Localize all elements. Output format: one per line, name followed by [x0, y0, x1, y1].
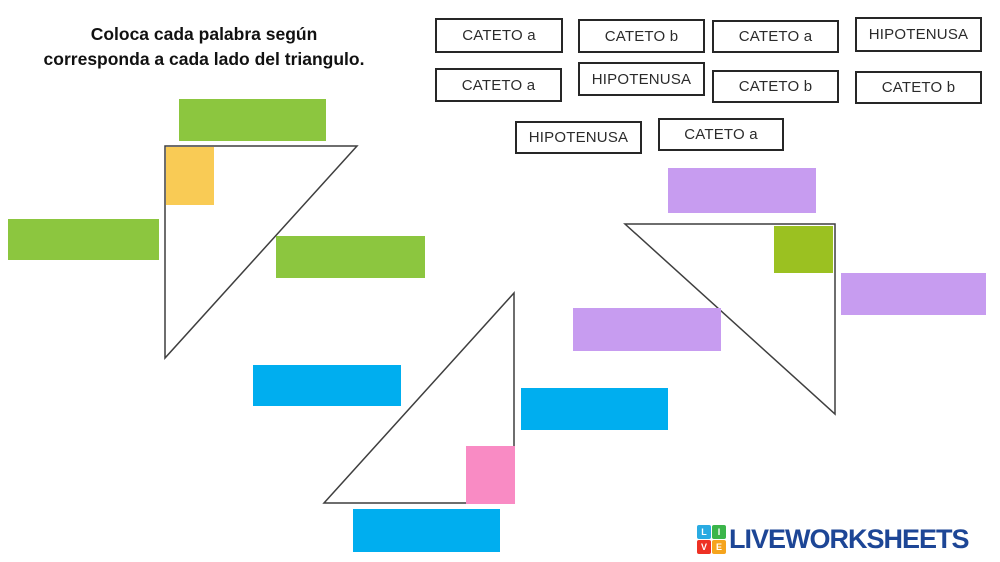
right-angle-marker-t3 — [774, 226, 833, 273]
drop-zone-t3-right[interactable] — [841, 273, 986, 315]
word-box-cateto-a-4[interactable]: CATETO a — [658, 118, 784, 151]
liveworksheets-logo[interactable]: L I V E LIVEWORKSHEETS — [697, 524, 970, 554]
word-box-cateto-a-1[interactable]: CATETO a — [435, 18, 563, 53]
drop-zone-t1-left[interactable] — [8, 219, 159, 260]
word-box-cateto-b-3[interactable]: CATETO b — [855, 71, 982, 104]
right-angle-marker-t2 — [466, 446, 515, 504]
liveworksheets-logo-icon: L I V E — [697, 524, 726, 554]
word-box-cateto-b-2[interactable]: CATETO b — [712, 70, 839, 103]
drop-zone-t1-hypotenuse[interactable] — [276, 236, 425, 278]
word-box-hipotenusa-1[interactable]: HIPOTENUSA — [855, 17, 982, 52]
drop-zone-t2-right[interactable] — [521, 388, 668, 430]
word-box-hipotenusa-2[interactable]: HIPOTENUSA — [578, 62, 705, 96]
word-box-cateto-b-1[interactable]: CATETO b — [578, 19, 705, 53]
drop-zone-t3-top[interactable] — [668, 168, 816, 213]
word-box-cateto-a-2[interactable]: CATETO a — [712, 20, 839, 53]
right-angle-marker-t1 — [166, 147, 214, 205]
logo-cell-e: E — [712, 539, 726, 554]
drop-zone-t1-top[interactable] — [179, 99, 326, 141]
drop-zone-t3-hypotenuse[interactable] — [573, 308, 721, 351]
logo-cell-v: V — [697, 539, 711, 554]
instructions-line-2: corresponda a cada lado del triangulo. — [43, 49, 365, 69]
drop-zone-t2-hypotenuse[interactable] — [253, 365, 401, 406]
instructions: Coloca cada palabra según corresponda a … — [18, 22, 390, 72]
word-box-hipotenusa-3[interactable]: HIPOTENUSA — [515, 121, 642, 154]
logo-cell-i: I — [712, 524, 726, 539]
logo-cell-l: L — [697, 524, 711, 539]
drop-zone-t2-bottom[interactable] — [353, 509, 500, 552]
instructions-line-1: Coloca cada palabra según — [90, 24, 318, 44]
word-box-cateto-a-3[interactable]: CATETO a — [435, 68, 562, 102]
liveworksheets-logo-text: LIVEWORKSHEETS — [729, 524, 970, 554]
